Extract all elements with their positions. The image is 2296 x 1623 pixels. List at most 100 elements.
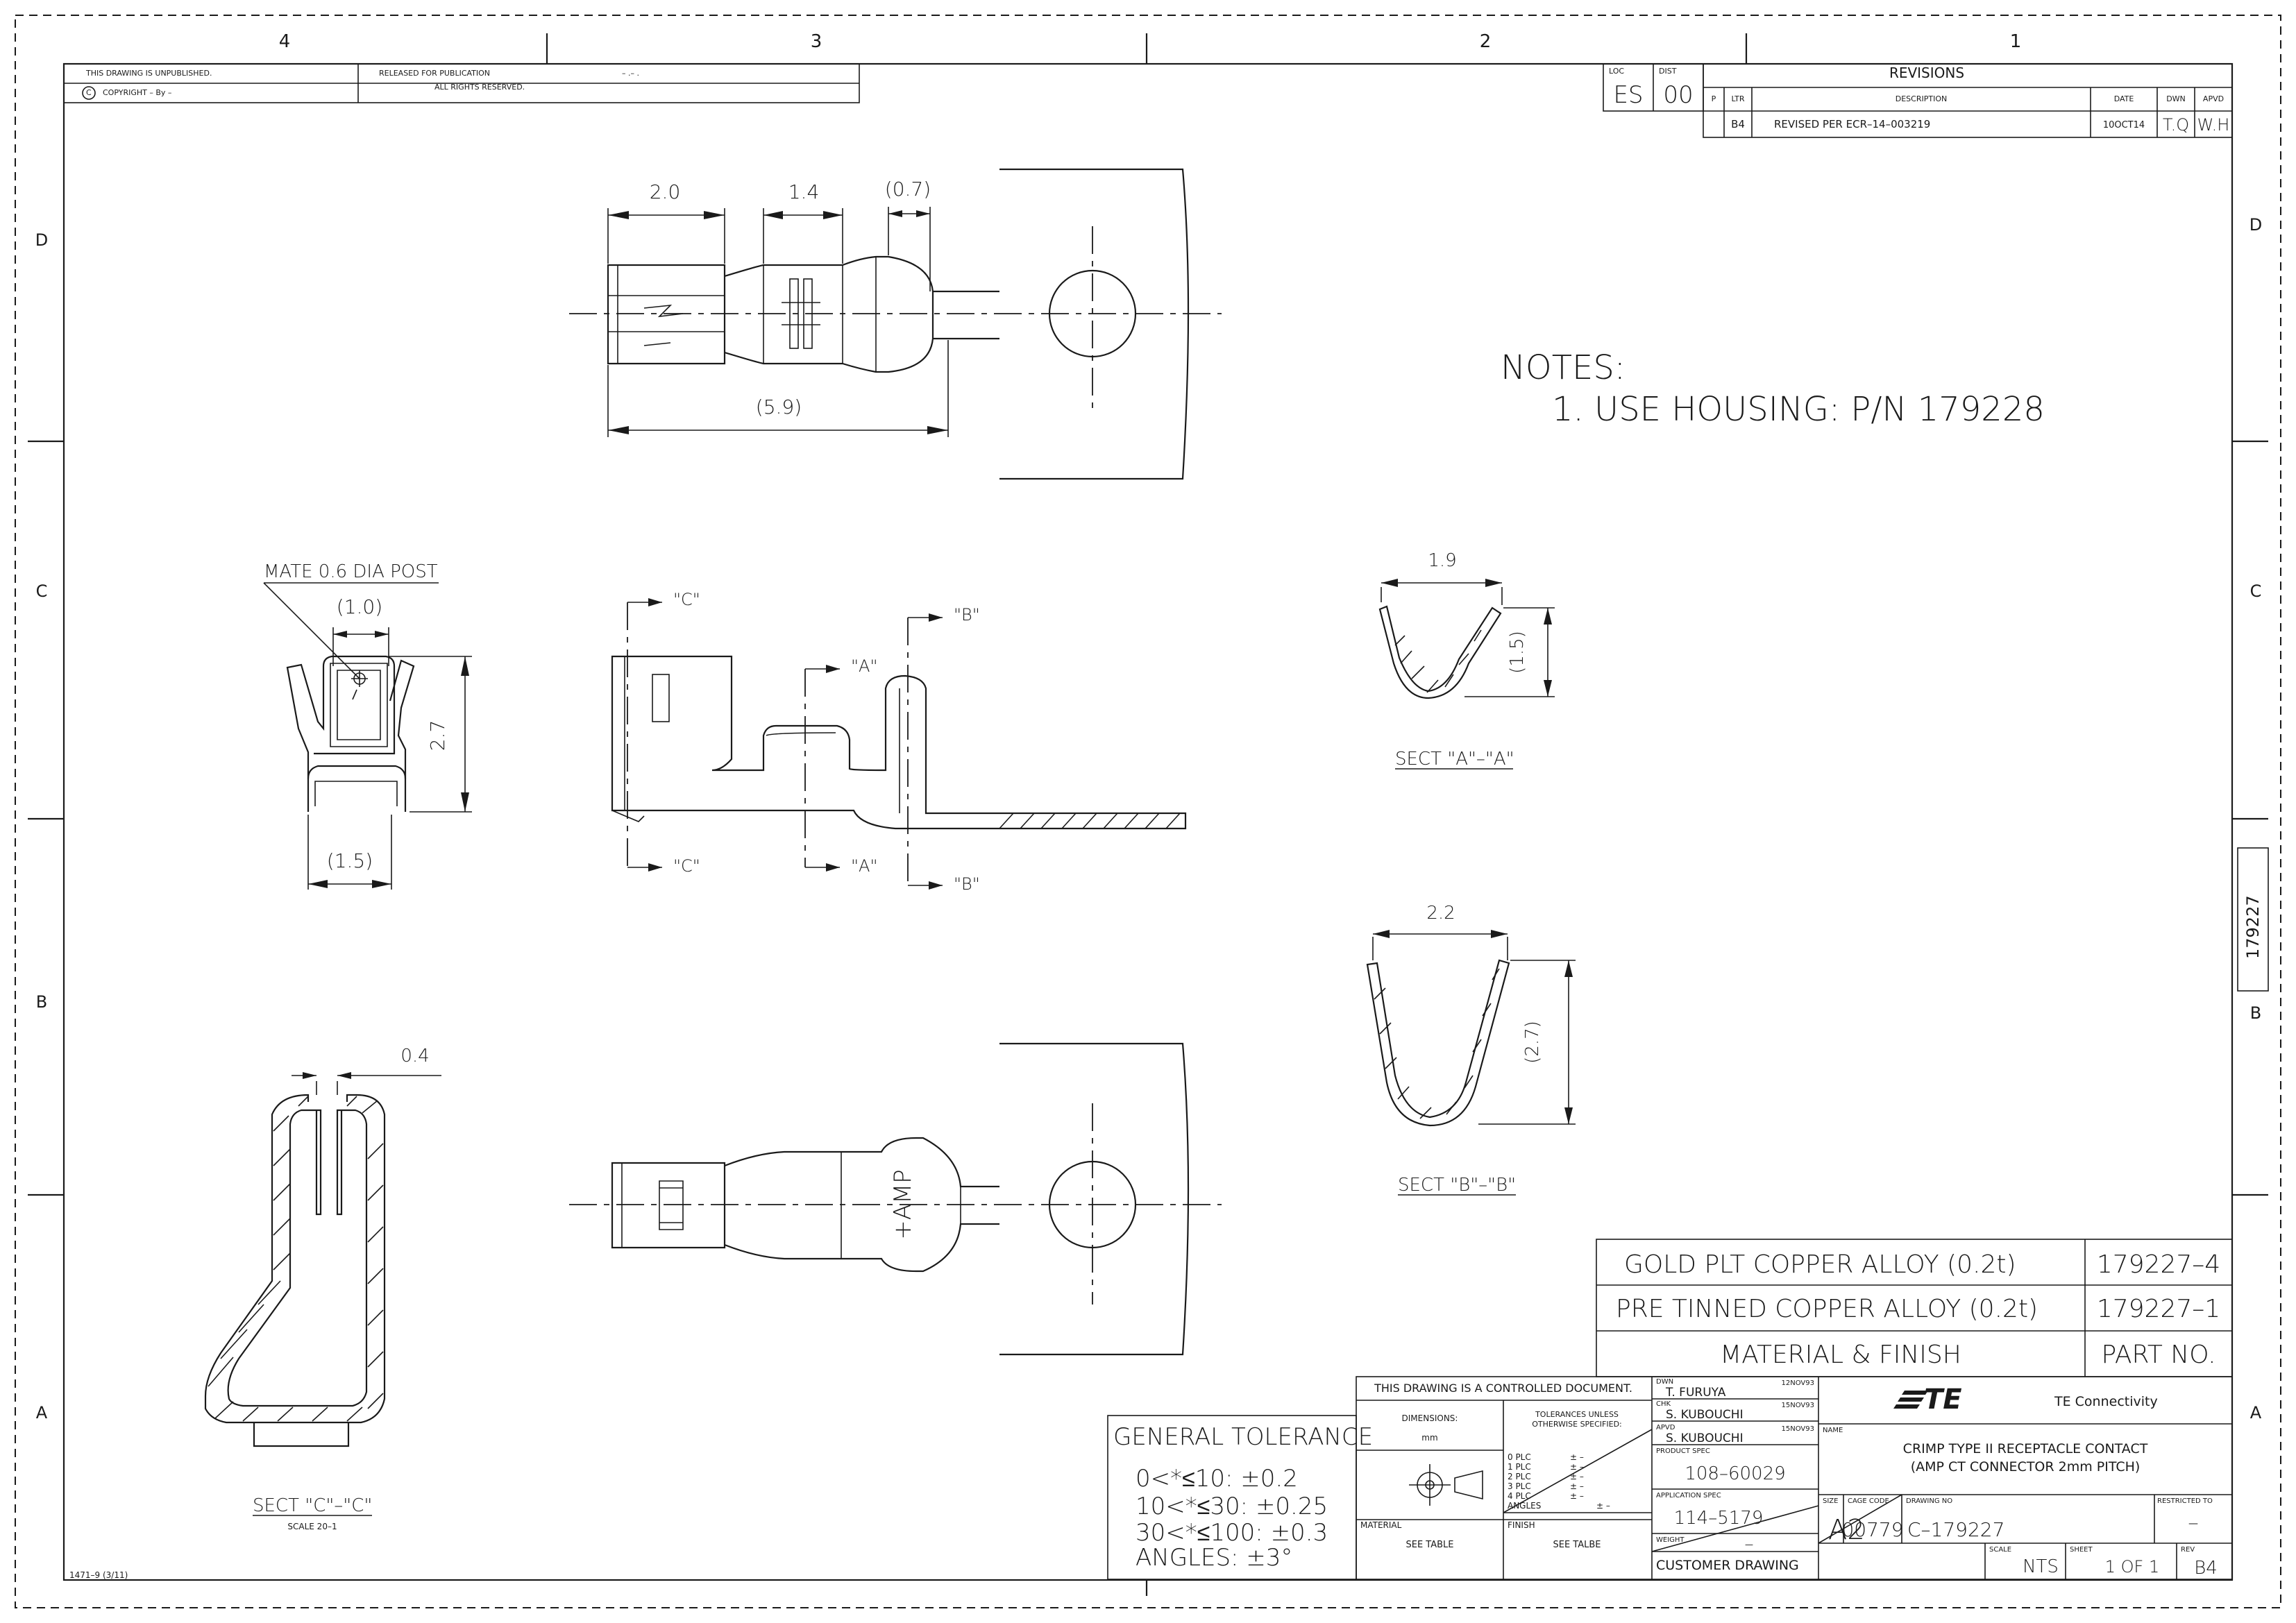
controlled-doc: THIS DRAWING IS A CONTROLLED DOCUMENT. [1374,1382,1632,1395]
dim-1-5: (1.5) [327,849,373,872]
drawing-frame [15,15,2281,1608]
plc-4: 4 PLC [1508,1491,1531,1501]
released-date: – .– . [622,69,639,78]
notes: NOTES: 1. USE HOUSING: P/N 179228 [1501,348,2045,429]
material-header-part: PART NO. [2101,1341,2215,1369]
finish-value: SEE TALBE [1553,1540,1601,1550]
tol-unless: TOLERANCES UNLESS [1535,1410,1619,1419]
form-number: 1471–9 (3/11) [69,1570,128,1580]
material-table: GOLD PLT COPPER ALLOY (0.2t) 179227–4 PR… [1596,1239,2233,1377]
section-b-b: 2.2 (2.7) SECT "B"–"B" [1366,903,1576,1196]
tolerance-line-2: 10<*≤30: ±0.25 [1136,1493,1328,1520]
revisions-table: REVISIONS P LTR DESCRIPTION DATE DWN APV… [1703,63,2233,138]
loc-label: LOC [1609,67,1624,76]
apvd-name: S. KUBOUCHI [1666,1431,1744,1445]
rev-col-p: P [1712,94,1716,103]
apvd-date: 15NOV93 [1782,1425,1814,1433]
restricted-value: — [2188,1518,2198,1529]
material-row-1-desc: GOLD PLT COPPER ALLOY (0.2t) [1624,1250,2016,1279]
general-tolerance: GENERAL TOLERANCE 0<*≤10: ±0.2 10<*≤30: … [1107,1415,1373,1580]
released-note: RELEASED FOR PUBLICATION [379,69,490,78]
restricted-label: RESTRICTED TO [2157,1497,2213,1505]
customer-drawing: CUSTOMER DRAWING [1656,1558,1799,1573]
size-label: SIZE [1823,1497,1838,1505]
dimensions-unit: mm [1421,1433,1437,1443]
scale-value: NTS [2023,1556,2059,1577]
zone-left-b: B [36,992,47,1012]
plc-3-val: ± – [1570,1481,1584,1491]
notes-title: NOTES: [1501,348,1626,387]
te-logo-text: TE [1924,1384,1962,1416]
drawing-no-value: C–179227 [1907,1518,2004,1541]
tol-otherwise: OTHERWISE SPECIFIED: [1532,1420,1622,1429]
unpublished-note: THIS DRAWING IS UNPUBLISHED. [85,69,212,78]
title-block: THIS DRAWING IS A CONTROLLED DOCUMENT. D… [1356,1376,2233,1580]
rev-col-dwn: DWN [2166,94,2186,103]
chk-date: 15NOV93 [1782,1402,1814,1409]
marker-a-top: "A" [851,656,878,676]
material-value: SEE TABLE [1406,1540,1453,1550]
rev-col-desc: DESCRIPTION [1896,94,1947,103]
loc-dist-block: LOC ES DIST 00 [1603,63,1704,112]
plc-0-val: ± – [1570,1452,1584,1462]
zone-left-a: A [36,1403,48,1422]
revisions-title: REVISIONS [1889,65,1964,81]
rights-note: ALL RIGHTS RESERVED. [434,83,525,92]
application-spec-label: APPLICATION SPEC [1656,1492,1721,1499]
dist-value: 00 [1663,81,1693,109]
drawing-no-label: DRAWING NO [1906,1497,1952,1505]
plc-4-val: ± – [1570,1491,1584,1501]
projection-symbol-icon [1409,1464,1483,1506]
zone-top-3: 3 [811,31,822,52]
plc-3: 3 PLC [1508,1481,1531,1491]
sheet-label: SHEET [2070,1546,2093,1554]
tolerance-line-4: ANGLES: ±3° [1136,1544,1292,1572]
company-name: TE Connectivity [2054,1394,2158,1409]
zone-left-d: D [35,230,48,250]
section-a-a-label: SECT "A"–"A" [1395,749,1514,770]
plc-2: 2 PLC [1508,1472,1531,1481]
section-c-c-label: SECT "C"–"C" [253,1495,372,1516]
cage-code-value: 00779 [1841,1518,1903,1541]
product-spec-value: 108–60029 [1685,1463,1785,1484]
dim-5-9: (5.9) [756,396,802,418]
tolerance-line-1: 0<*≤10: ±0.2 [1136,1465,1298,1493]
sheet-value: 1 OF 1 [2105,1557,2160,1577]
copyright-c: C [86,88,92,97]
cage-code-label: CAGE CODE [1848,1497,1889,1505]
zone-right-a: A [2250,1403,2262,1422]
apvd-label: APVD [1656,1424,1675,1431]
zone-top-2: 2 [1480,31,1492,52]
application-spec-value: 114–5179 [1674,1508,1764,1529]
te-logo: TE [1893,1384,1962,1416]
plc-0: 0 PLC [1508,1452,1531,1462]
publication-header: THIS DRAWING IS UNPUBLISHED. RELEASED FO… [63,63,860,103]
dim-2-7: 2.7 [426,720,449,751]
section-c-c-scale: SCALE 20–1 [287,1522,337,1531]
plc-angles-val: ± – [1596,1501,1610,1511]
label-mate-post: MATE 0.6 DIA POST [264,561,438,582]
section-a-a: 1.9 (1.5) SECT "A"–"A" [1378,550,1555,770]
section-b-b-label: SECT "B"–"B" [1398,1175,1516,1196]
rev-value: B4 [2194,1558,2218,1579]
chk-name: S. KUBOUCHI [1666,1408,1744,1422]
rev-desc: REVISED PER ECR–14–003219 [1774,118,1930,130]
material-row-1-part: 179227–4 [2097,1250,2220,1279]
dist-label: DIST [1659,67,1677,76]
marker-c-top: "C" [673,590,700,609]
dim-a-1-5: (1.5) [1507,631,1528,674]
plc-1: 1 PLC [1508,1462,1531,1472]
marker-b-top: "B" [954,605,980,624]
product-spec-label: PRODUCT SPEC [1656,1447,1710,1455]
loc-value: ES [1613,81,1643,109]
dimensions-label: DIMENSIONS: [1402,1413,1458,1423]
dwn-label: DWN [1656,1378,1673,1386]
tolerance-title: GENERAL TOLERANCE [1113,1423,1373,1451]
zone-top-1: 1 [2010,31,2022,52]
dim-a-1-9: 1.9 [1428,550,1456,571]
top-view-contact: 2.0 1.4 (0.7) (5.9) [569,168,1222,480]
material-label: MATERIAL [1360,1520,1402,1530]
amp-mark: +AMP [889,1169,917,1240]
rev-col-apvd: APVD [2203,94,2224,103]
front-view-contact: MATE 0.6 DIA POST (1.0) 2.7 (1.5) [263,561,472,890]
